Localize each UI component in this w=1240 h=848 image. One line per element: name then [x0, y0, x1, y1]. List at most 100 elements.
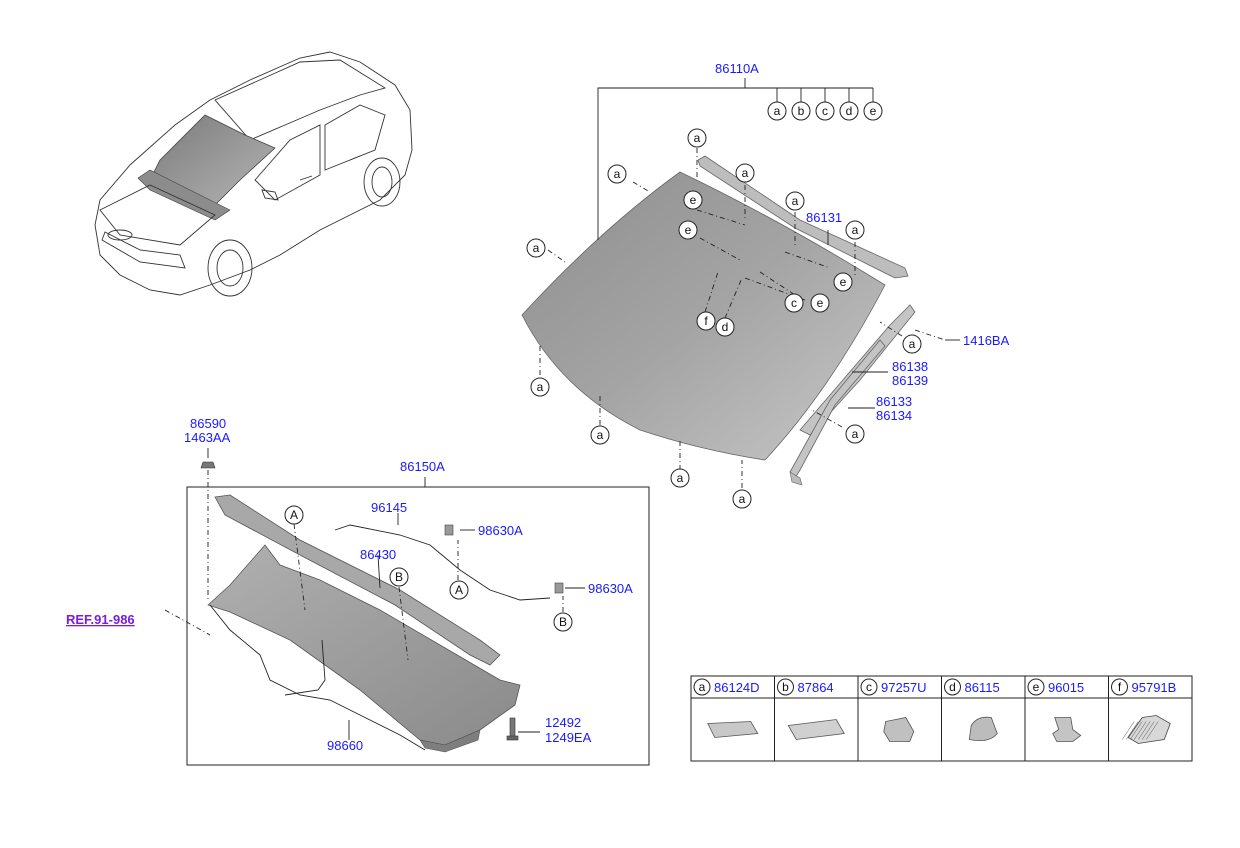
callout-a-7: a [902, 334, 922, 354]
cowl-assembly-frame [186, 486, 650, 766]
bolt-icon [200, 461, 216, 469]
callout-b-top: b [791, 101, 811, 121]
label-hose-lower[interactable]: 98660 [327, 738, 363, 753]
bracket-icon [1052, 717, 1082, 742]
label-screw-b[interactable]: 1249EA [545, 730, 592, 745]
part-labels: 86110A 86131 1416BA 86138 86139 86133 86… [66, 61, 1010, 753]
legend-cell-b[interactable]: b 87864 [774, 675, 859, 762]
svg-text:a: a [852, 223, 859, 237]
legend-cell-c[interactable]: c 97257U [857, 675, 942, 762]
svg-text:c: c [822, 104, 828, 118]
legend-letter-f: f [1111, 678, 1128, 696]
callout-e-1: e [683, 190, 703, 210]
callout-e-3: e [833, 272, 853, 292]
legend-cell-a[interactable]: a 86124D [690, 675, 775, 762]
callout-a-8: a [530, 377, 550, 397]
svg-text:B: B [559, 615, 567, 629]
svg-text:e: e [870, 104, 877, 118]
legend-letter-d: d [944, 678, 961, 696]
label-side-1b[interactable]: 86139 [892, 373, 928, 388]
legend-part-number: 86115 [965, 680, 1000, 695]
callout-e-4: e [810, 293, 830, 313]
callout-a-2: a [607, 164, 627, 184]
label-molding-top[interactable]: 86131 [806, 210, 842, 225]
svg-text:f: f [1118, 680, 1122, 694]
nozzle-1[interactable] [444, 524, 454, 536]
flat-tape-icon [787, 719, 845, 740]
windshield-assembly [521, 78, 960, 488]
svg-text:a: a [774, 104, 781, 118]
callout-d-1: d [715, 317, 735, 337]
legend-letter-c: c [860, 678, 878, 696]
svg-text:d: d [846, 104, 853, 118]
cowl-panel[interactable] [207, 544, 521, 746]
callout-f-1: f [696, 311, 716, 331]
label-bolt-a[interactable]: 86590 [190, 416, 226, 431]
legend-part-number: 97257U [881, 680, 927, 695]
mesh-bracket-icon [1122, 715, 1171, 744]
label-windshield[interactable]: 86110A [715, 61, 759, 76]
nozzle-2[interactable] [554, 582, 564, 594]
legend-letter-a: a [693, 678, 711, 696]
legend-letter-e: e [1027, 678, 1045, 696]
label-nozzle-1[interactable]: 98630A [478, 523, 523, 538]
legend-part-number: 86124D [714, 680, 760, 695]
svg-text:a: a [909, 337, 916, 351]
callout-a-1: a [687, 128, 707, 148]
ref-link[interactable]: REF.91-986 [66, 612, 135, 627]
callout-a-3: a [735, 163, 755, 183]
label-side-2b[interactable]: 86134 [876, 408, 912, 423]
label-screw-a[interactable]: 12492 [545, 715, 581, 730]
svg-text:d: d [722, 320, 729, 334]
washer-hose [334, 524, 551, 601]
callout-a-4: a [785, 191, 805, 211]
callout-B-1: B [389, 567, 409, 587]
svg-text:a: a [694, 131, 701, 145]
svg-text:a: a [792, 194, 799, 208]
rounded-pad-icon [968, 716, 998, 742]
legend-part-number: 96015 [1048, 680, 1084, 695]
svg-text:d: d [949, 680, 956, 694]
legend-cell-d[interactable]: d 86115 [941, 675, 1026, 762]
callout-a-11: a [670, 468, 690, 488]
label-cowl-panel[interactable]: 86430 [360, 547, 396, 562]
callouts: a b c d e a a a e a a e a e c e f d a a … [284, 101, 922, 632]
svg-text:e: e [690, 193, 697, 207]
label-side-1a[interactable]: 86138 [892, 359, 928, 374]
legend-part-number: 87864 [798, 680, 834, 695]
car-illustration [94, 51, 413, 297]
legend-letter-b: b [777, 678, 794, 696]
svg-text:b: b [782, 680, 789, 694]
callout-a-10: a [590, 425, 610, 445]
callout-a-5: a [845, 220, 865, 240]
callout-c-1: c [784, 293, 804, 313]
svg-text:B: B [395, 570, 403, 584]
callout-d-top: d [839, 101, 859, 121]
callout-A-1: A [284, 505, 304, 525]
label-side-2a[interactable]: 86133 [876, 394, 912, 409]
svg-text:c: c [866, 680, 872, 694]
svg-text:e: e [817, 296, 824, 310]
svg-text:a: a [537, 380, 544, 394]
svg-text:a: a [699, 680, 706, 694]
cowl-top-strip[interactable] [214, 494, 501, 666]
cowl-assembly [164, 448, 650, 766]
svg-text:a: a [597, 428, 604, 442]
svg-text:a: a [852, 427, 859, 441]
svg-text:A: A [290, 508, 298, 522]
label-cowl-assy[interactable]: 86150A [400, 459, 445, 474]
label-bolt-b[interactable]: 1463AA [184, 430, 231, 445]
svg-text:e: e [685, 223, 692, 237]
svg-text:f: f [704, 314, 708, 328]
svg-text:b: b [798, 104, 805, 118]
label-clip-side[interactable]: 1416BA [963, 333, 1010, 348]
label-nozzle-2[interactable]: 98630A [588, 581, 633, 596]
label-hose[interactable]: 96145 [371, 500, 407, 515]
side-molding-2[interactable] [789, 339, 886, 479]
callout-e-2: e [678, 220, 698, 240]
callout-e-top: e [863, 101, 883, 121]
